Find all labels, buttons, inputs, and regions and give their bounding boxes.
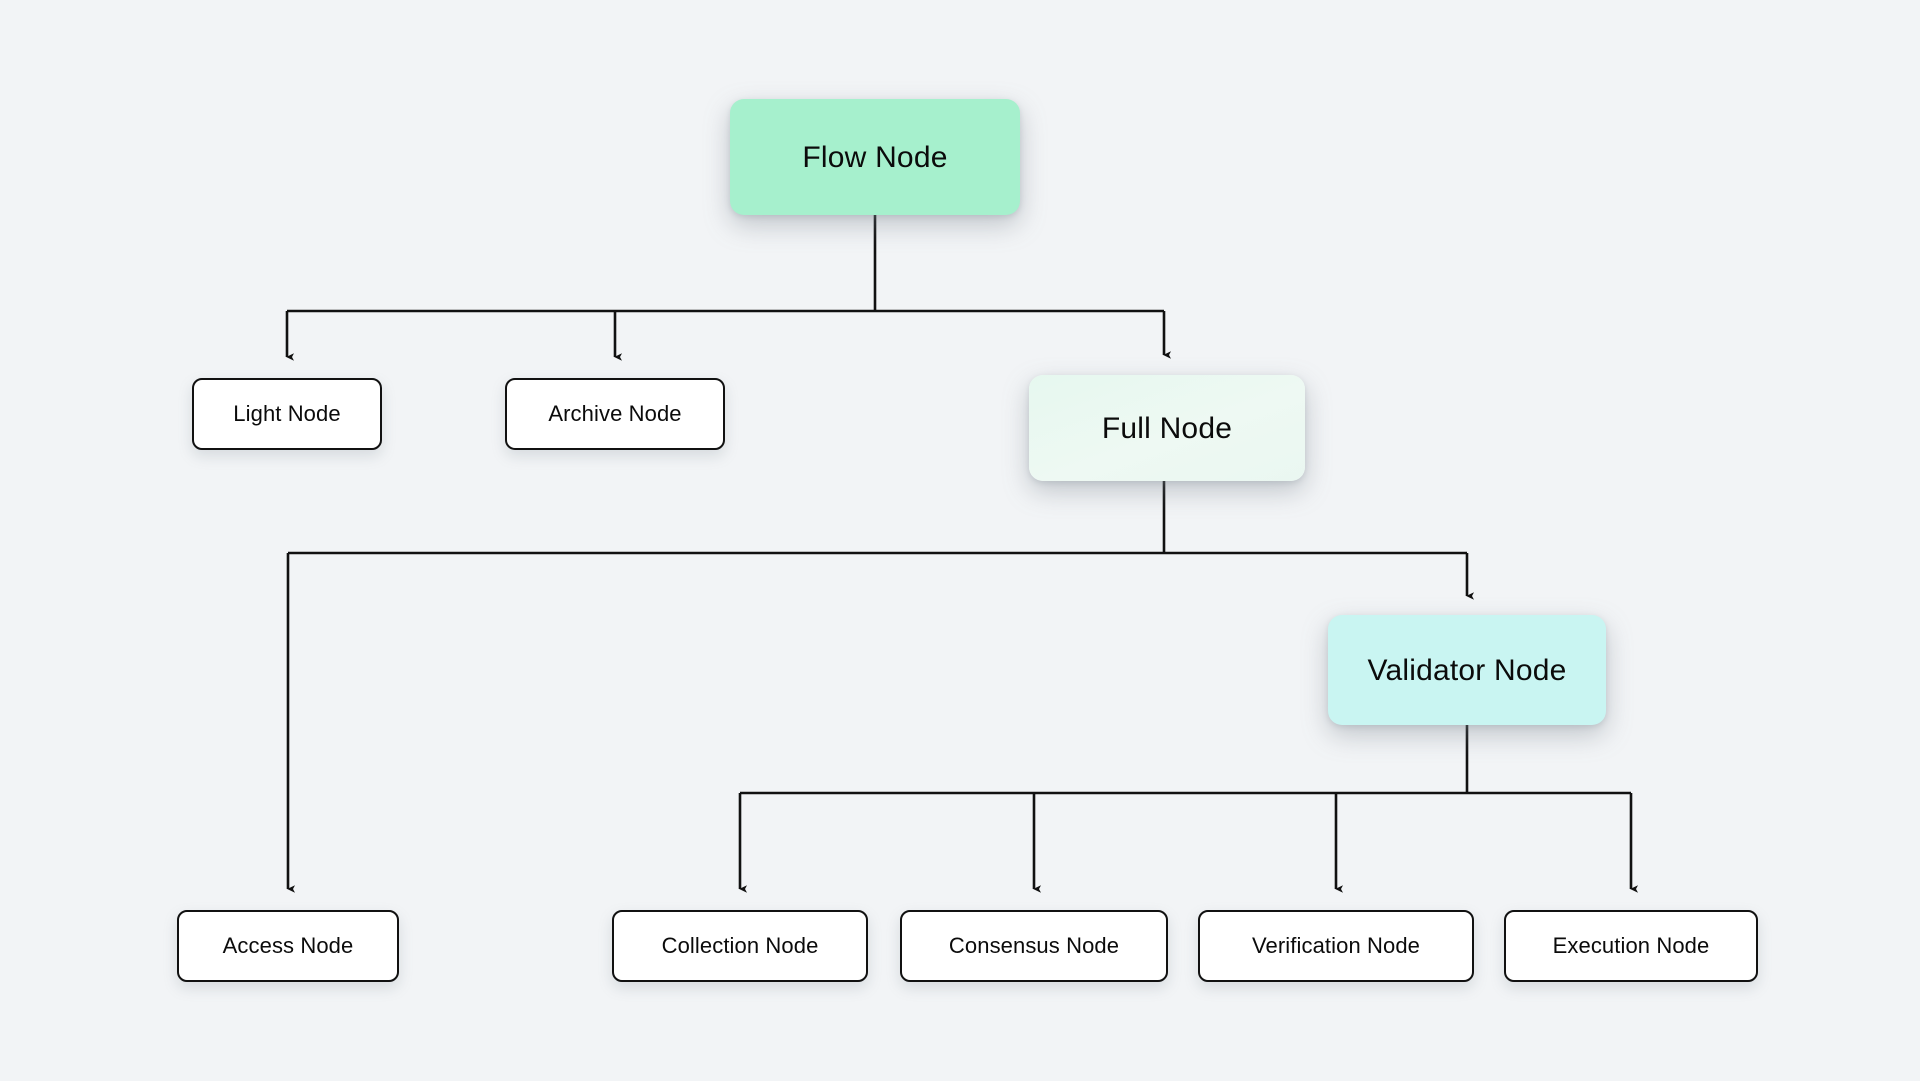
node-consensus-label: Consensus Node bbox=[948, 932, 1120, 958]
node-full[interactable]: Full Node bbox=[1029, 375, 1305, 481]
node-access-label: Access Node bbox=[222, 932, 354, 958]
node-execution-label: Execution Node bbox=[1552, 932, 1710, 958]
node-execution[interactable]: Execution Node bbox=[1504, 910, 1758, 982]
node-consensus[interactable]: Consensus Node bbox=[900, 910, 1168, 982]
node-archive-label: Archive Node bbox=[548, 400, 682, 426]
node-verification[interactable]: Verification Node bbox=[1198, 910, 1474, 982]
node-flow[interactable]: Flow Node bbox=[730, 99, 1020, 215]
node-validator-label: Validator Node bbox=[1367, 653, 1567, 687]
node-light-label: Light Node bbox=[233, 400, 341, 426]
node-collection-label: Collection Node bbox=[661, 932, 819, 958]
node-collection[interactable]: Collection Node bbox=[612, 910, 868, 982]
node-access[interactable]: Access Node bbox=[177, 910, 399, 982]
node-light[interactable]: Light Node bbox=[192, 378, 382, 450]
node-archive[interactable]: Archive Node bbox=[505, 378, 725, 450]
node-full-label: Full Node bbox=[1101, 411, 1233, 445]
node-flow-label: Flow Node bbox=[802, 140, 948, 174]
node-verification-label: Verification Node bbox=[1251, 932, 1421, 958]
node-validator[interactable]: Validator Node bbox=[1328, 615, 1606, 725]
